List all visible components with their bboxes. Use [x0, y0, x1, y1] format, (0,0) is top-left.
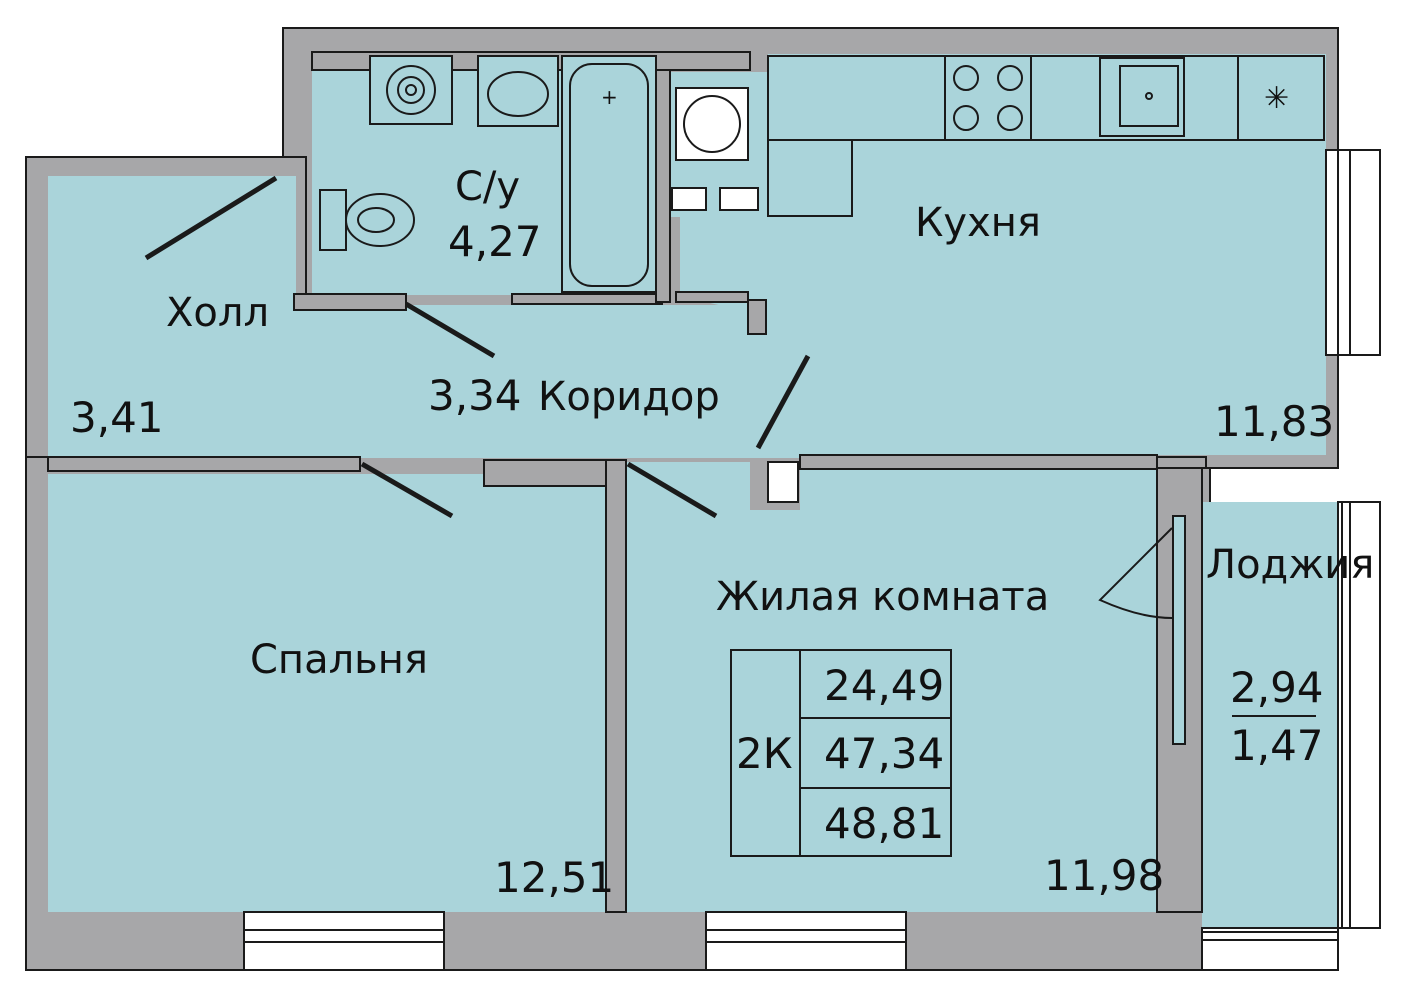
summary-living-area: 24,49: [824, 661, 944, 710]
partition-bedroom-top-right: [483, 459, 627, 487]
kitchen-counter-corner: [767, 139, 853, 217]
summary-table-frame: [730, 649, 952, 857]
burner-2: [997, 65, 1023, 91]
summary-table: 2К 24,49 47,34 48,81: [730, 649, 952, 857]
kitchen-sink-drain: [1145, 92, 1153, 100]
washing-machine-drum: [683, 95, 741, 153]
bathtub: [561, 55, 657, 293]
burner-1: [953, 65, 979, 91]
bathtub-inner: [569, 63, 649, 287]
partition-bedroom-top-left: [47, 456, 361, 472]
label-loggia: Лоджия: [1206, 542, 1374, 588]
summary-total-with-loggia: 48,81: [824, 799, 944, 848]
area-hall: 3,41: [70, 393, 164, 442]
partition-bath-bottom-right: [511, 293, 663, 305]
label-kitchen: Кухня: [915, 200, 1041, 246]
window-kitchen-frame: [1337, 149, 1351, 356]
label-bedroom: Спальня: [250, 637, 428, 683]
floor-corridor-link: [48, 316, 808, 458]
kitchen-sink-bowl: [1119, 65, 1179, 127]
partition-bedroom-living: [605, 459, 627, 913]
doors: [144, 175, 1173, 619]
summary-apartment-type: 2К: [736, 729, 793, 778]
spiral-icon: [386, 65, 436, 115]
washbasin: [477, 55, 559, 127]
window-loggia-bottom-frame: [1201, 931, 1339, 941]
cabinet-a: [671, 187, 707, 211]
bathtub-drain-icon: +: [601, 85, 618, 109]
cabinet-b: [719, 187, 759, 211]
floors: [48, 52, 1338, 928]
window-living-room-frame: [705, 929, 907, 943]
cooktop: [944, 55, 1032, 141]
door-kitchen[interactable]: [755, 354, 811, 450]
window-loggia-right-frame: [1341, 501, 1351, 929]
shaft: [767, 461, 799, 503]
area-bedroom: 12,51: [494, 853, 614, 902]
fridge-icon: ✳: [1264, 81, 1289, 116]
area-loggia-full: 2,94: [1230, 663, 1324, 712]
door-loggia-swing[interactable]: [1098, 527, 1173, 619]
windows: [243, 149, 1381, 971]
area-living-room: 11,98: [1044, 851, 1164, 900]
label-corridor: Коридор: [538, 374, 720, 420]
fridge: [1237, 55, 1325, 141]
spiral-icon-core: [405, 84, 417, 96]
label-living-room: Жилая комната: [716, 574, 1049, 620]
door-entrance[interactable]: [144, 175, 278, 261]
window-kitchen: [1325, 149, 1381, 356]
burner-4: [997, 105, 1023, 131]
fixtures: + ✳: [319, 55, 1325, 293]
area-bathroom: 4,27: [448, 217, 542, 266]
area-corridor: 3,34: [428, 371, 522, 420]
window-bedroom-frame: [243, 929, 445, 943]
partition-living-kitchen: [799, 454, 1158, 470]
area-loggia-reduced: 1,47: [1230, 721, 1324, 770]
toilet-seat: [357, 207, 395, 233]
burner-3: [953, 105, 979, 131]
partition-kitchen-left: [675, 291, 749, 303]
window-loggia-bottom: [1201, 927, 1339, 971]
partition-kitchen-stub: [747, 299, 767, 335]
washing-machine: [675, 87, 749, 161]
window-loggia-right: [1337, 501, 1381, 929]
door-living-room[interactable]: [626, 461, 718, 519]
area-kitchen: 11,83: [1214, 397, 1334, 446]
door-bedroom[interactable]: [360, 461, 454, 519]
spiral-icon-inner: [397, 76, 425, 104]
label-bathroom: С/у: [455, 164, 520, 210]
room-labels: С/у 4,27 Кухня 11,83 Холл 3,41 3,34 Кори…: [70, 164, 1374, 902]
washbasin-bowl: [487, 71, 549, 117]
toilet-tank: [319, 189, 347, 251]
kitchen-sink: [1099, 57, 1185, 137]
boiler: [369, 55, 453, 125]
label-hall: Холл: [166, 290, 269, 336]
toilet-bowl: [345, 193, 415, 247]
summary-total-area: 47,34: [824, 729, 944, 778]
partition-bath-bottom-left: [293, 293, 407, 311]
door-bathroom[interactable]: [404, 301, 496, 359]
loggia-door-glazing: [1172, 515, 1186, 745]
floor-kitchen-lower: [760, 300, 1326, 455]
partitions: [47, 51, 1203, 913]
floor-living-room: [626, 462, 1157, 912]
partition-bath-right: [655, 69, 671, 303]
floor-bedroom: [48, 474, 606, 912]
